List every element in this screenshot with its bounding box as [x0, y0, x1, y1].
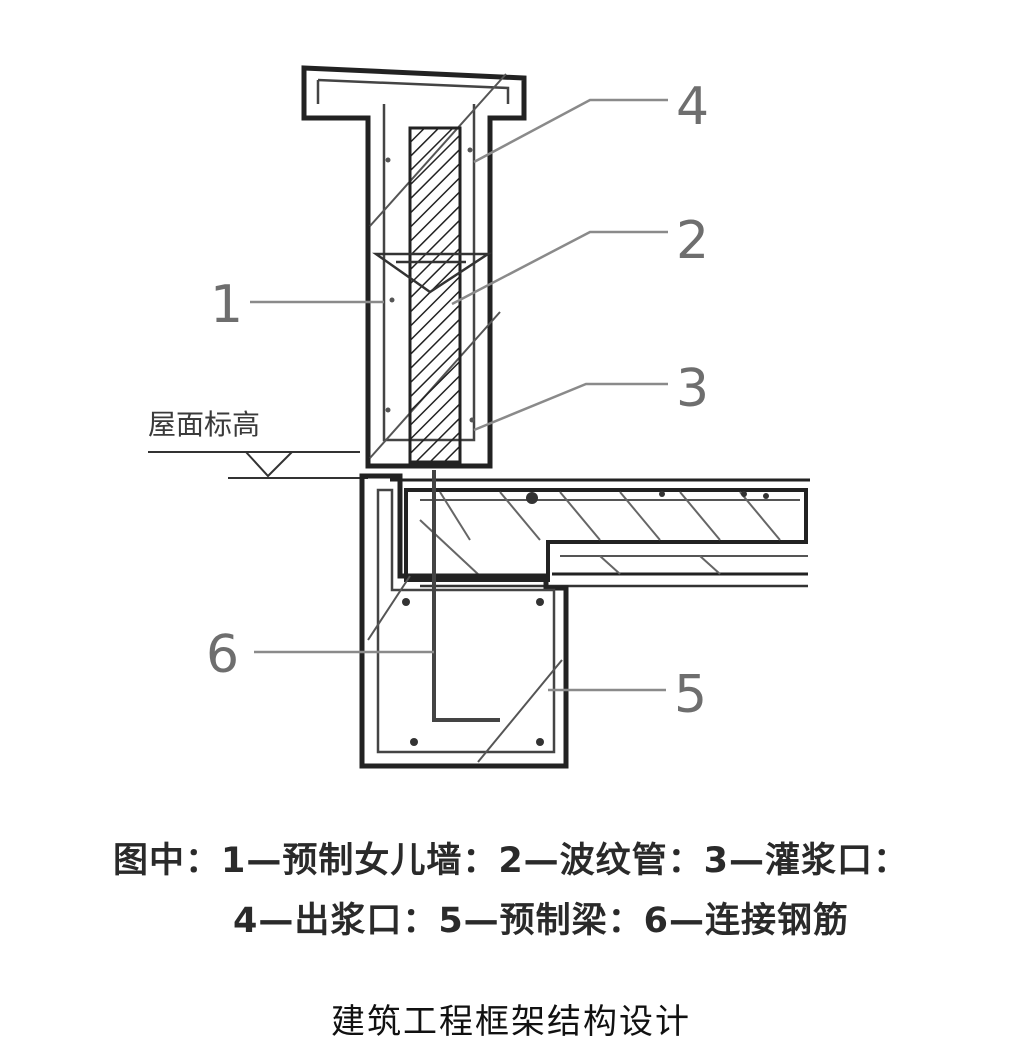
roof-elevation-marker: 屋面标高: [148, 408, 368, 479]
inner-level-marker: [372, 252, 493, 294]
roof-elevation-label: 屋面标高: [148, 408, 260, 441]
callout-1: 1: [210, 275, 243, 335]
roof-slab: [390, 478, 810, 588]
leader-line-4: [473, 98, 668, 164]
parapet-joint-section-drawing: 屋面标高: [148, 65, 810, 769]
leader-line-2: [451, 230, 668, 306]
corrugated-duct: [408, 126, 462, 464]
connecting-rebar: [432, 470, 500, 722]
precast-beam: [359, 473, 569, 769]
figure-caption: 建筑工程框架结构设计: [331, 1002, 691, 1042]
leader-line-3: [473, 382, 668, 432]
callout-5: 5: [674, 665, 707, 725]
callout-3: 3: [676, 359, 709, 419]
legend-line-1: 图中：1—预制女儿墙：2—波纹管：3—灌浆口：: [112, 841, 910, 881]
legend-line-2: 4—出浆口：5—预制梁：6—连接钢筋: [232, 901, 850, 941]
callout-6: 6: [206, 625, 239, 685]
callout-2: 2: [676, 211, 709, 271]
callout-4: 4: [676, 77, 709, 137]
